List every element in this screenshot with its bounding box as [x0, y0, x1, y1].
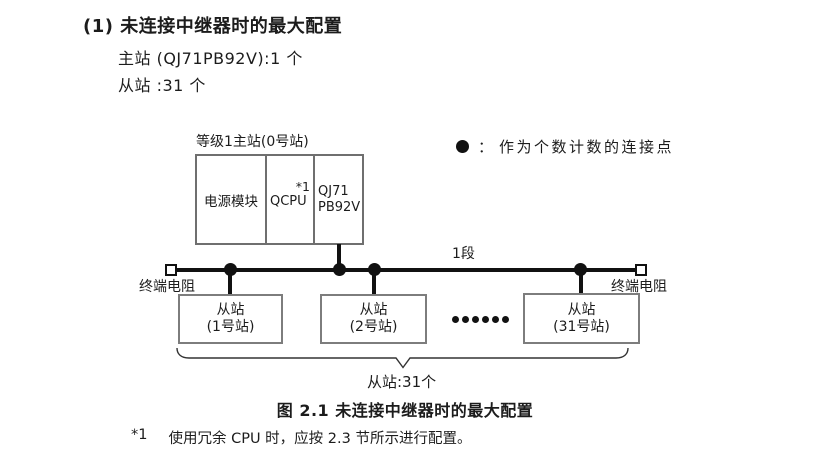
master-spec-line: 主站 (QJ71PB92V):1 个 [118, 49, 303, 68]
slave-label-line2: (31号站) [553, 318, 610, 335]
slave-label-line1: 从站 [567, 301, 596, 318]
master-station-box: 电源模块 *1 QCPU QJ71 PB92V [195, 154, 364, 245]
section-heading: (1) 未连接中继器时的最大配置 [83, 16, 343, 37]
slave-label-line1: 从站 [359, 302, 388, 318]
slave-spec-line: 从站 :31 个 [118, 76, 206, 95]
connection-point-icon [368, 263, 381, 276]
connection-point-icon [456, 140, 469, 153]
qcpu-label: QCPU [270, 194, 307, 209]
ellipsis-dots-icon [452, 316, 509, 323]
legend-separator: ： [478, 138, 494, 156]
slave2-drop-line [372, 270, 376, 295]
module-name-line2: PB92V [318, 199, 361, 215]
footnote: *1 使用冗余 CPU 时，应按 2.3 节所示进行配置。 [131, 427, 471, 448]
brace-label: 从站:31个 [367, 373, 437, 391]
connection-point-icon [574, 263, 587, 276]
legend: ： 作为个数计数的连接点 [456, 136, 674, 157]
master-drop-line [337, 244, 341, 270]
slave-label-line1: 从站 [216, 302, 245, 318]
module-name-line1: QJ71 [318, 183, 349, 199]
master-station-label: 等级1主站(0号站) [196, 134, 309, 150]
slave-station-box-1: 从站 (1号站) [178, 294, 283, 344]
slave-label-line2: (1号站) [206, 319, 255, 335]
pb92v-module-cell: QJ71 PB92V [315, 156, 362, 243]
connection-point-icon [333, 263, 346, 276]
terminating-resistor-right-label: 终端电阻 [611, 279, 667, 295]
slave31-drop-line [579, 270, 583, 295]
slave-station-box-2: 从站 (2号站) [320, 294, 427, 344]
slave-label-line2: (2号站) [349, 319, 398, 335]
brace-icon [176, 347, 629, 369]
footnote-marker: *1 [131, 427, 148, 443]
terminating-resistor-left-icon [165, 264, 177, 276]
figure-caption: 图 2.1 未连接中继器时的最大配置 [276, 401, 534, 420]
footnote-text: 使用冗余 CPU 时，应按 2.3 节所示进行配置。 [168, 431, 472, 447]
connection-point-icon [224, 263, 237, 276]
power-module-cell: 电源模块 [197, 156, 267, 243]
terminating-resistor-left-label: 终端电阻 [139, 279, 195, 295]
footnote-marker-ref: *1 [295, 179, 310, 194]
legend-text: 作为个数计数的连接点 [499, 138, 675, 156]
slave-station-box-31: 从站 (31号站) [523, 293, 640, 344]
bus-segment-line [172, 268, 644, 272]
qcpu-cell: *1 QCPU [267, 156, 315, 243]
segment-label: 1段 [452, 246, 475, 262]
slave1-drop-line [228, 270, 232, 295]
terminating-resistor-right-icon [635, 264, 647, 276]
